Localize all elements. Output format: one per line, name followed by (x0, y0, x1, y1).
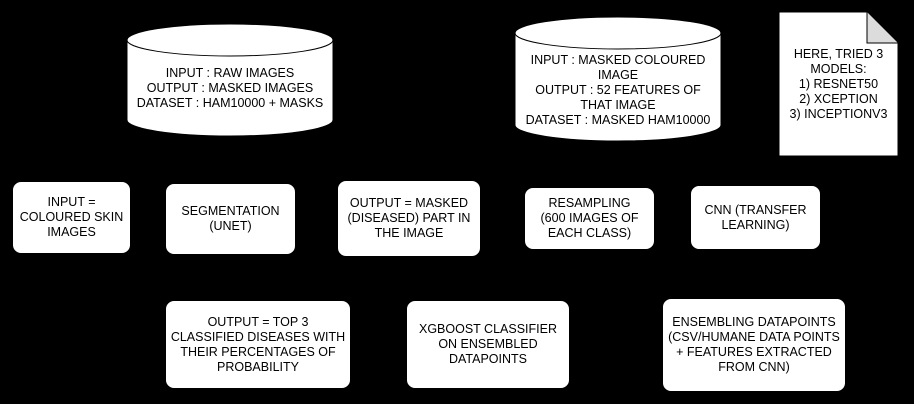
masked-output-box: OUTPUT = MASKED (DISEASED) PART IN THE I… (337, 180, 481, 257)
note-document-shape (778, 11, 899, 157)
top3-output-box: OUTPUT = TOP 3 CLASSIFIED DISEASES WITH … (165, 300, 351, 389)
input-images-box: INPUT = COLOURED SKIN IMAGES (12, 181, 131, 254)
models-note-label: HERE, TRIED 3 MODELS: 1) RESNET50 2) XCE… (789, 46, 888, 121)
xgboost-classifier-box: XGBOOST CLASSIFIER ON ENSEMBLED DATAPOIN… (406, 300, 570, 389)
segmentation-box: SEGMENTATION (UNET) (165, 183, 296, 255)
segmentation-database-label: INPUT : RAW IMAGES OUTPUT : MASKED IMAGE… (136, 65, 324, 110)
cnn-transfer-learning-box: CNN (TRANSFER LEARNING) (690, 185, 821, 250)
ensembling-datapoints-box: ENSEMBLING DATAPOINTS (CSV/HUMANE DATA P… (662, 298, 846, 392)
resampling-box: RESAMPLING (600 IMAGES OF EACH CLASS) (524, 187, 655, 250)
feature-database-shape (514, 16, 722, 142)
feature-database-label: INPUT : MASKED COLOURED IMAGE OUTPUT : 5… (525, 52, 711, 127)
segmentation-database-shape (126, 23, 334, 137)
